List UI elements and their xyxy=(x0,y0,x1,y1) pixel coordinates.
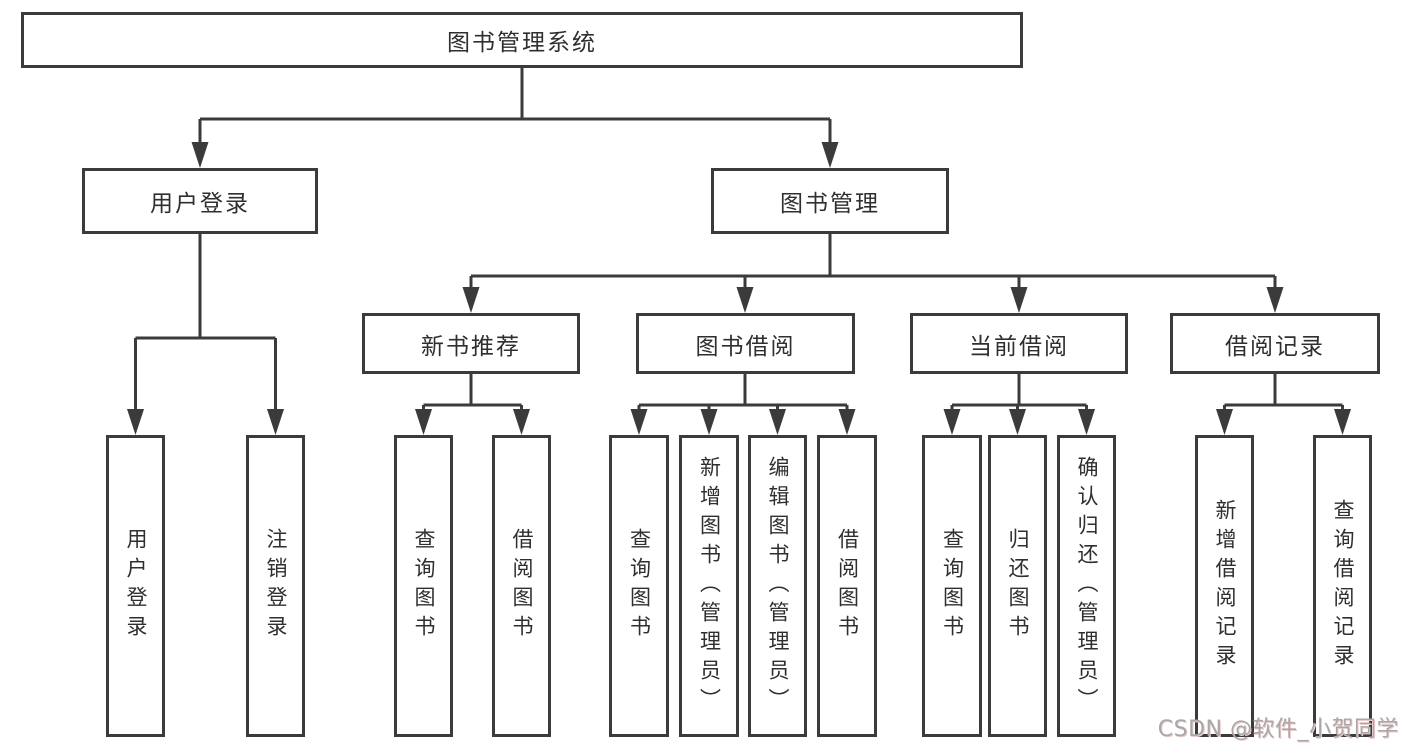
node-user-login: 用户登录 xyxy=(106,435,165,737)
node-borrowing-query-book: 查询图书 xyxy=(609,435,669,737)
node-borrowing-records: 借阅记录 xyxy=(1170,313,1380,374)
node-new-book-recommend: 新书推荐 xyxy=(362,313,580,374)
node-borrowing-add-book-admin: 新增图书（管理员） xyxy=(679,435,739,737)
node-book-borrowing: 图书借阅 xyxy=(636,313,855,374)
node-recommend-borrow-book: 借阅图书 xyxy=(492,435,551,737)
node-logout: 注销登录 xyxy=(246,435,305,737)
node-library-management-system: 图书管理系统 xyxy=(21,12,1023,68)
node-current-query-book: 查询图书 xyxy=(922,435,982,737)
node-recommend-query-book: 查询图书 xyxy=(394,435,453,737)
node-current-borrowing: 当前借阅 xyxy=(910,313,1128,374)
node-current-return-book: 归还图书 xyxy=(988,435,1047,737)
node-book-management: 图书管理 xyxy=(711,168,949,234)
node-records-add-record: 新增借阅记录 xyxy=(1195,435,1254,737)
node-user-login-group: 用户登录 xyxy=(82,168,318,234)
node-records-query-record: 查询借阅记录 xyxy=(1313,435,1372,737)
node-current-confirm-return-admin: 确认归还（管理员） xyxy=(1057,435,1116,737)
csdn-watermark: CSDN @软件_小贺同学 xyxy=(1157,717,1399,742)
node-borrowing-edit-book-admin: 编辑图书（管理员） xyxy=(748,435,807,737)
node-borrowing-borrow-book: 借阅图书 xyxy=(817,435,877,737)
